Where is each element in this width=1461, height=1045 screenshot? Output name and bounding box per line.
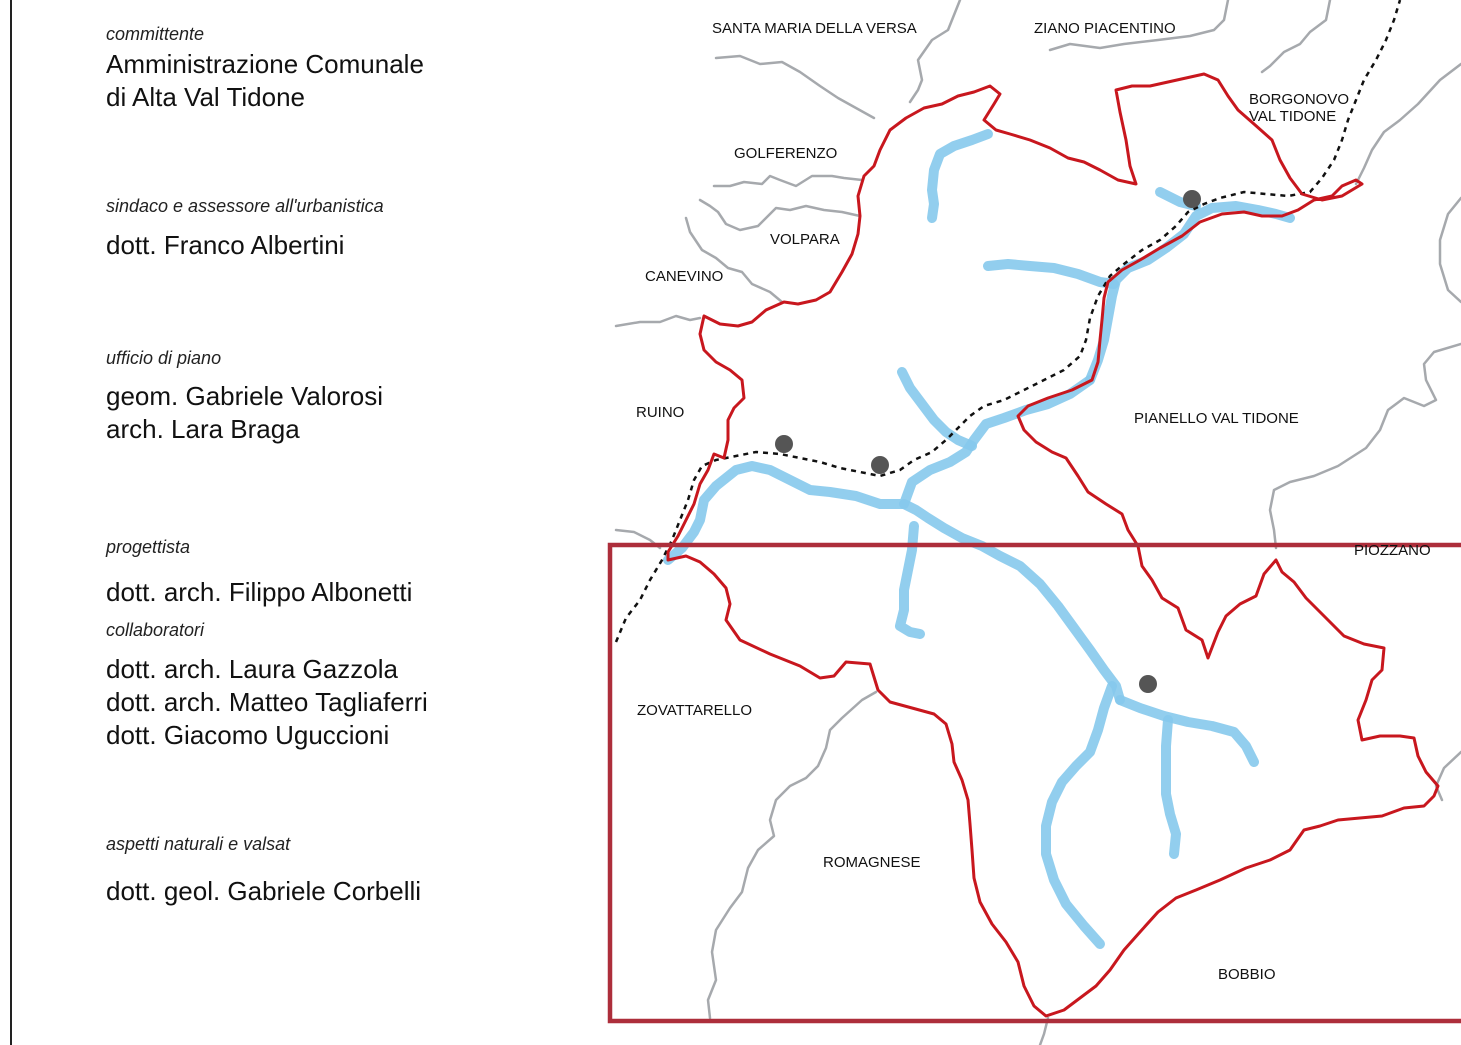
label-volpara: VOLPARA — [770, 231, 840, 248]
collaboratori-line-1: dott. arch. Laura Gazzola — [106, 654, 398, 684]
committente-role: committente — [106, 24, 205, 44]
river-tributary-north — [927, 129, 993, 223]
ufficio-line-1: geom. Gabriele Valorosi — [106, 381, 383, 411]
river-south-mid — [1161, 715, 1181, 859]
river-tidone-upper — [1085, 201, 1295, 385]
neighbor-border — [1038, 1016, 1050, 1045]
neighbor-border — [1354, 62, 1461, 186]
rivers — [663, 129, 1295, 949]
settlements — [775, 190, 1201, 693]
river-south-west — [1041, 681, 1117, 949]
label-romagnese: ROMAGNESE — [823, 854, 921, 871]
settlement-dot — [871, 456, 889, 474]
municipality-boundary — [666, 72, 1440, 1018]
settlement-dot — [775, 435, 793, 453]
sheet-frame — [607, 542, 1461, 1024]
committente-line-2: di Alta Val Tidone — [106, 82, 305, 112]
river-south-east — [1115, 695, 1259, 767]
river-tributary-south-a — [895, 521, 925, 639]
left-margin-rule — [10, 0, 12, 1045]
neighbor-border — [1260, 0, 1332, 74]
neighbor-border — [698, 198, 862, 232]
label-bobbio: BOBBIO — [1218, 966, 1276, 983]
committente-name: Amministrazione Comunale di Alta Val Tid… — [106, 48, 424, 114]
neighbor-borders — [614, 0, 1461, 1045]
label-borgonovo-line-1: BORGONOVO — [1249, 91, 1349, 108]
collaboratori-names: dott. arch. Laura Gazzola dott. arch. Ma… — [106, 653, 428, 752]
label-ruino: RUINO — [636, 404, 684, 421]
label-zovattarello: ZOVATTARELLO — [637, 702, 752, 719]
neighbor-border — [714, 54, 876, 120]
label-borgonovo-line-2: VAL TIDONE — [1249, 108, 1336, 125]
collaboratori-role: collaboratori — [106, 620, 205, 640]
river-main-south — [899, 499, 1125, 705]
river-tidone-lower — [663, 375, 1095, 565]
label-golferenzo: GOLFERENZO — [734, 145, 837, 162]
committente-line-1: Amministrazione Comunale — [106, 49, 424, 79]
ufficio-line-2: arch. Lara Braga — [106, 414, 300, 444]
progettista-name: dott. arch. Filippo Albonetti — [106, 577, 413, 607]
label-canevino: CANEVINO — [645, 268, 723, 285]
sindaco-name: dott. Franco Albertini — [106, 230, 345, 260]
neighbor-border — [1268, 342, 1461, 550]
collaboratori-line-3: dott. Giacomo Uguccioni — [106, 720, 390, 750]
neighbor-border — [908, 0, 962, 104]
river-tributary-west — [897, 367, 977, 451]
neighbor-border — [684, 216, 784, 304]
label-pianello-val-tidone: PIANELLO VAL TIDONE — [1134, 410, 1299, 427]
map-labels: SANTA MARIA DELLA VERSA ZIANO PIACENTINO… — [636, 20, 1431, 983]
settlement-dot — [1183, 190, 1201, 208]
neighbor-border — [1438, 196, 1461, 304]
settlement-dot — [1139, 675, 1157, 693]
neighbor-border — [712, 174, 864, 188]
collaboratori-line-2: dott. arch. Matteo Tagliaferri — [106, 687, 428, 717]
aspetti-role: aspetti naturali e valsat — [106, 834, 291, 854]
neighbor-border — [1048, 0, 1230, 52]
neighbor-border — [614, 314, 702, 328]
ufficio-names: geom. Gabriele Valorosi arch. Lara Braga — [106, 380, 383, 446]
label-ziano-piacentino: ZIANO PIACENTINO — [1034, 20, 1176, 37]
sindaco-role: sindaco e assessore all'urbanistica — [106, 196, 384, 216]
river-tributary-mid — [983, 259, 1119, 289]
neighbor-border — [1434, 750, 1461, 802]
label-santa-maria-della-versa: SANTA MARIA DELLA VERSA — [712, 20, 917, 37]
progettista-role: progettista — [106, 537, 191, 557]
provincial-boundary — [614, 0, 1402, 643]
aspetti-name: dott. geol. Gabriele Corbelli — [106, 876, 422, 906]
label-piozzano: PIOZZANO — [1354, 542, 1431, 559]
ufficio-role: ufficio di piano — [106, 348, 222, 368]
neighbor-border — [706, 690, 878, 1020]
